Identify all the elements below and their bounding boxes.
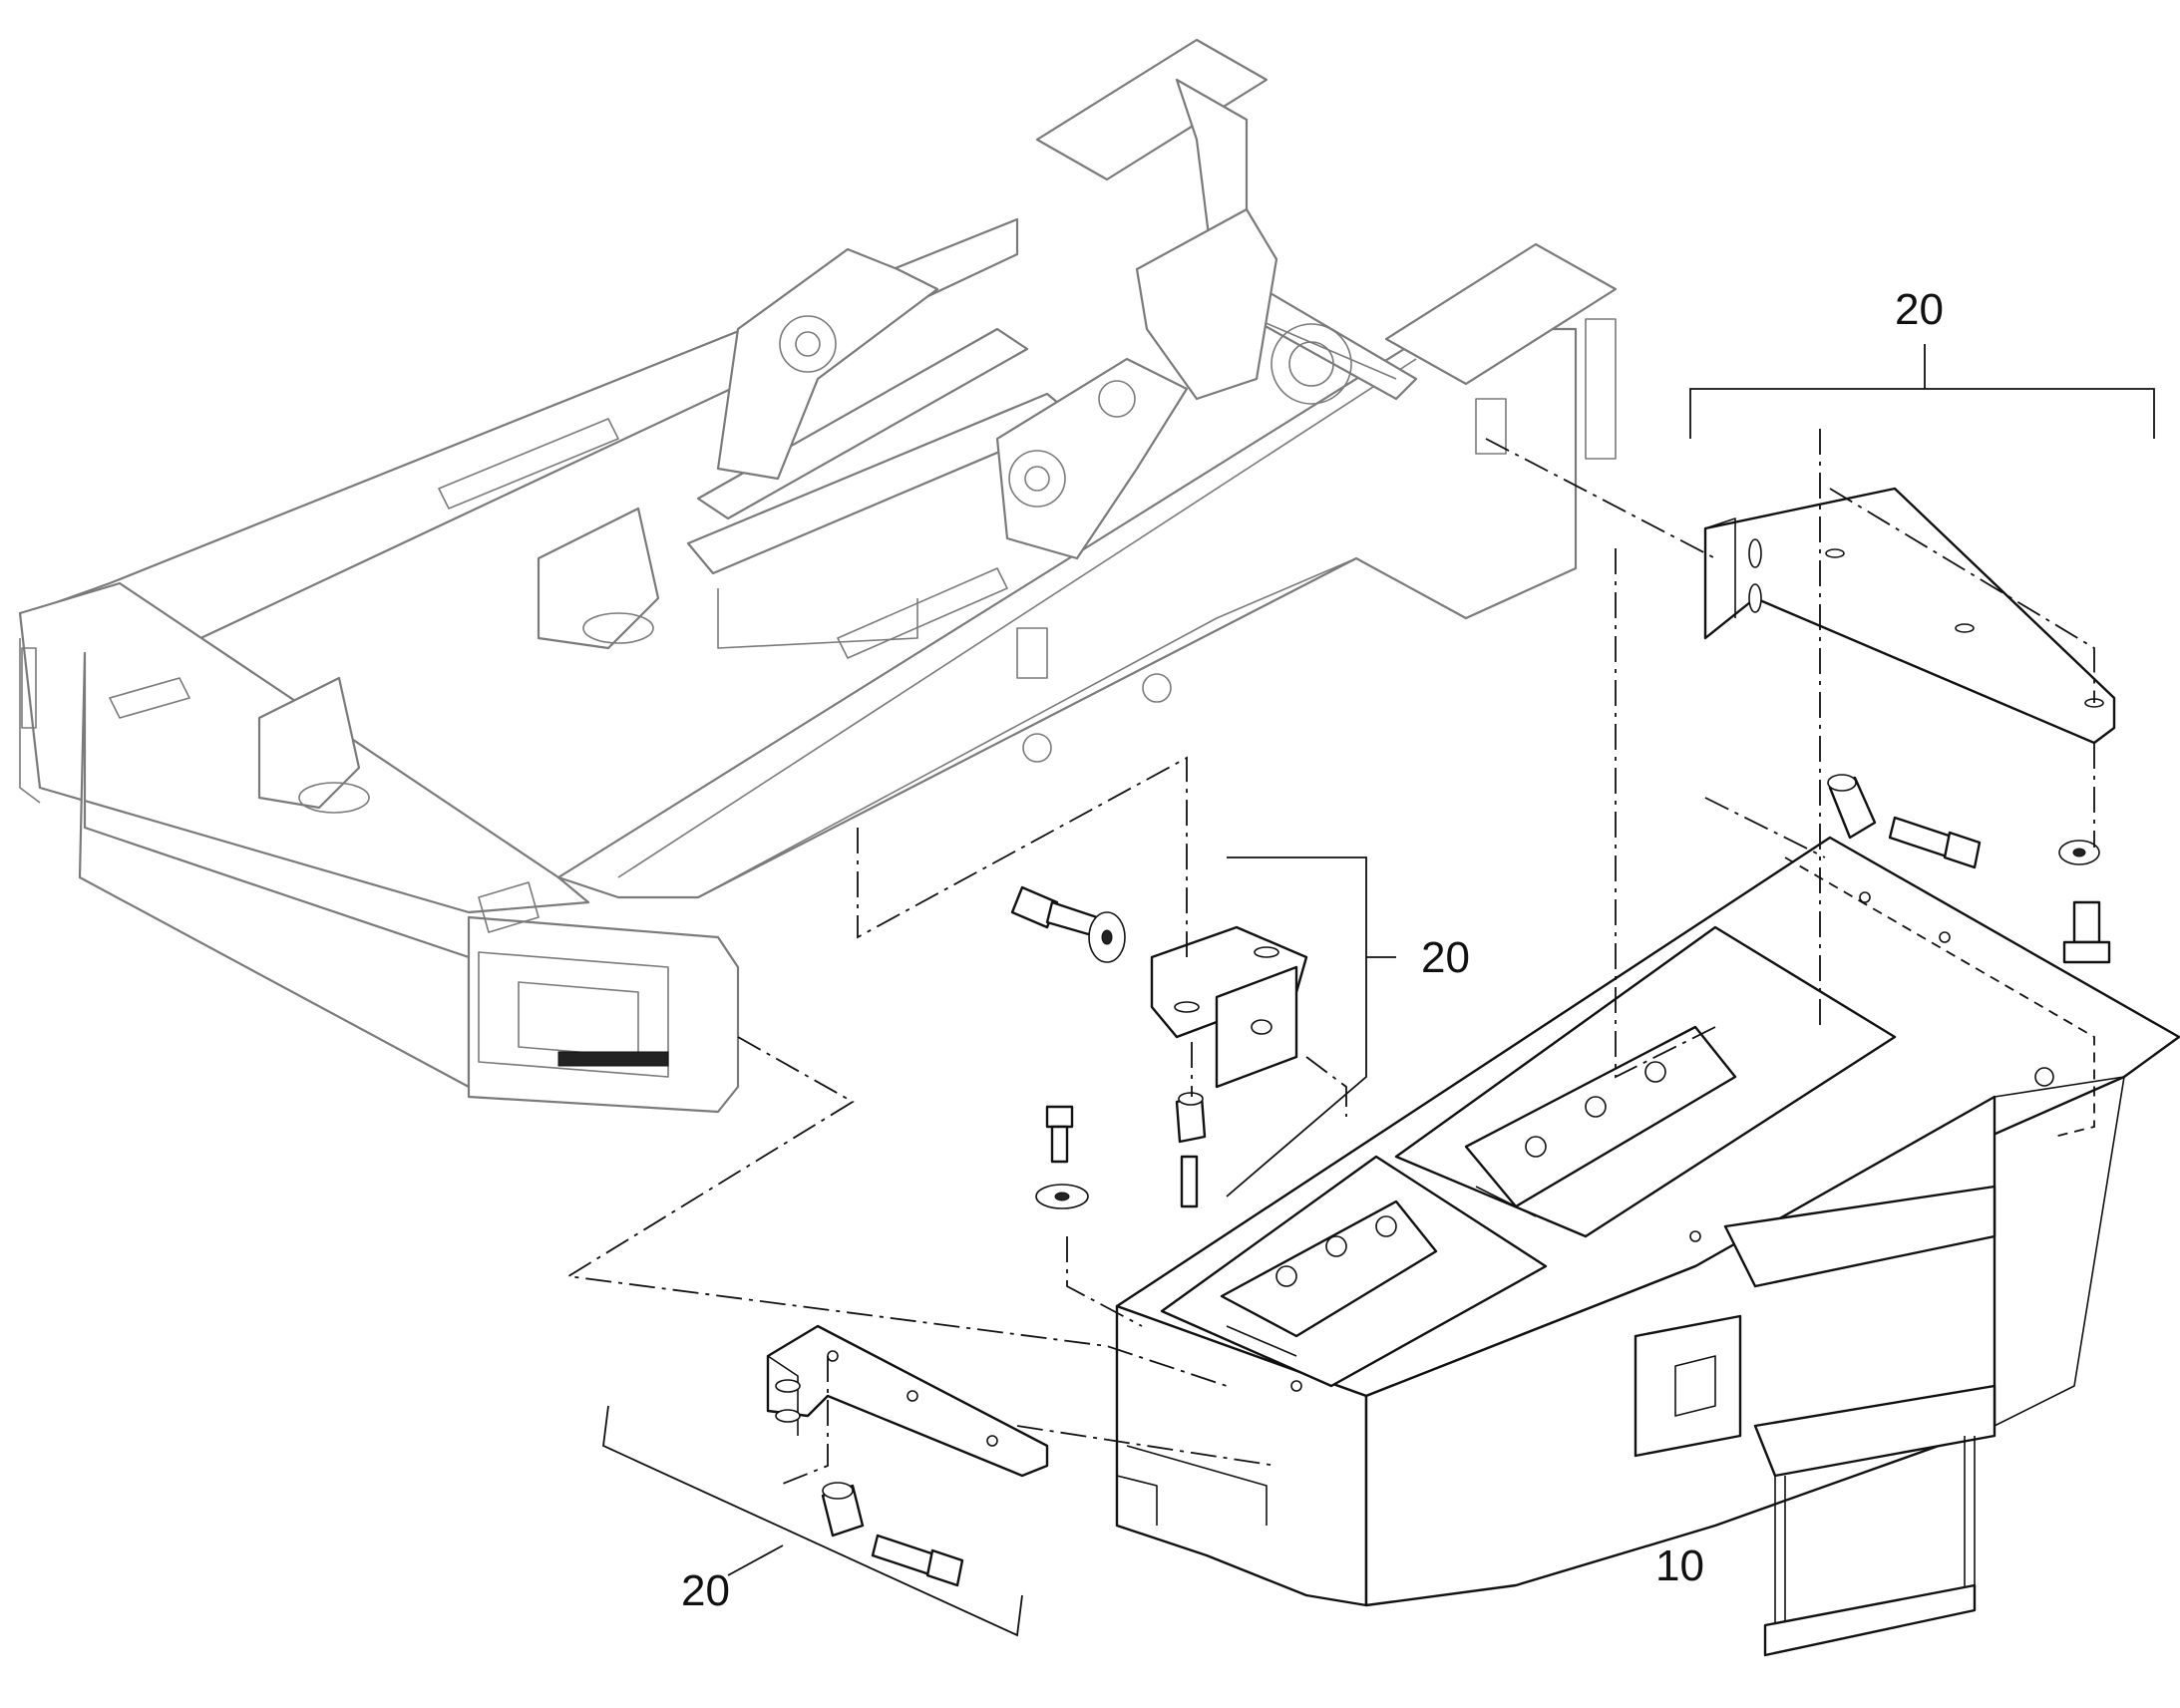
callout-bracket-top-right: 20 [1895, 285, 1944, 334]
callout-bracket-center: 20 [1421, 933, 1470, 982]
assembly-lines [565, 429, 2095, 1487]
callout-battery-box: 10 [1655, 1541, 1704, 1590]
callout-bracket-bottom-left: 20 [681, 1566, 730, 1615]
main-frame [18, 38, 1618, 1114]
callout-leaders [602, 344, 2155, 1637]
bracket-top-right [1703, 487, 2116, 964]
battery-box [1115, 836, 2180, 1657]
bracket-center [1010, 885, 1308, 1209]
bracket-bottom-left [766, 1324, 1049, 1587]
